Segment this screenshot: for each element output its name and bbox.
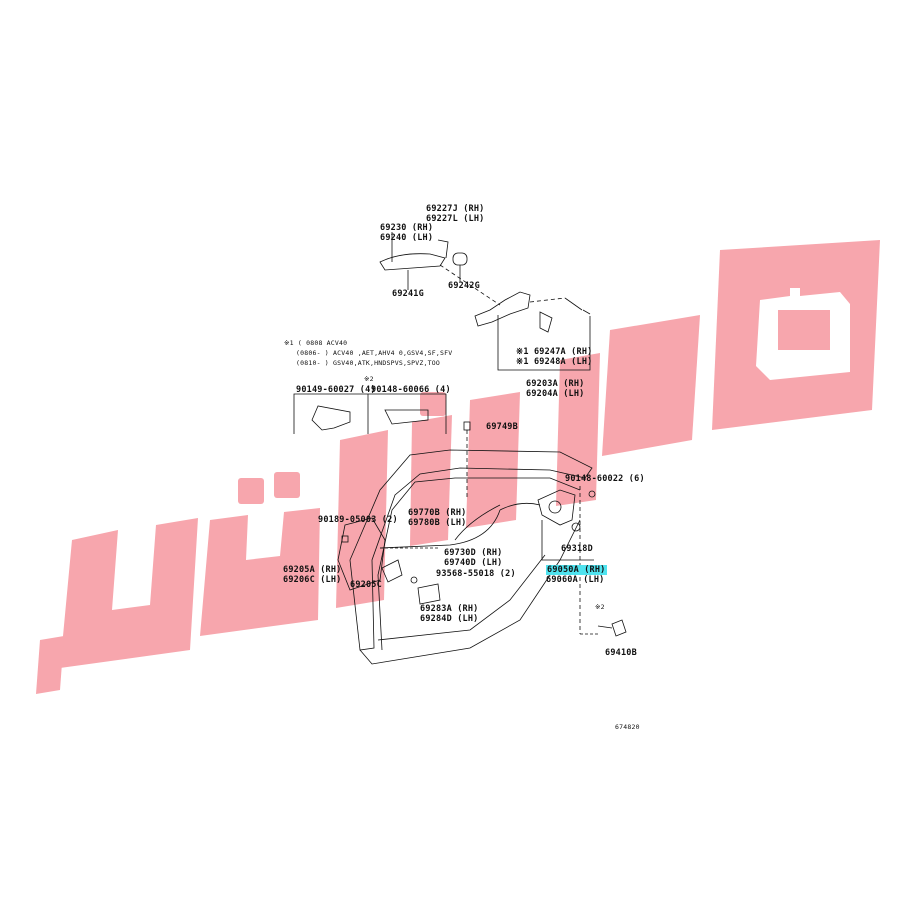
figure-number: 674820 [615,723,640,731]
part-label-90148-22[interactable]: 90148-60022 (6) [565,474,645,484]
note-1-line-c: (0810- ) GSV40,ATK,HNDSPVS,SPVZ,TOO [296,359,440,367]
part-label-69227l[interactable]: 69227L (LH) [426,214,485,224]
door-outline-icon [349,449,593,665]
part-label-69248a[interactable]: ※1 69248A (LH) [516,357,593,367]
note-1-line-b: (0806- ) ACV40 ,AET,AHV4 0,GSV4,SF,SFV [296,349,453,357]
part-label-69206c[interactable]: 69206C (LH) [283,575,342,585]
part-label-69284d[interactable]: 69284D (LH) [420,614,479,624]
note-2-marker-striker: ※2 [595,603,605,611]
part-label-69230[interactable]: 69230 (RH) [380,223,434,233]
part-label-69740d[interactable]: 69740D (LH) [444,558,503,568]
outside-handle-icon [379,232,468,290]
part-label-69241g[interactable]: 69241G [392,289,424,299]
part-label-90189[interactable]: 90189-05003 (2) [318,515,398,525]
clip-icon [463,421,471,500]
part-label-69410b[interactable]: 69410B [605,648,637,658]
part-label-69283a[interactable]: 69283A (RH) [420,604,479,614]
inside-handle-icon [337,517,440,591]
part-label-69247a[interactable]: ※1 69247A (RH) [516,347,593,357]
part-label-69227j[interactable]: 69227J (RH) [426,204,485,214]
part-label-90149[interactable]: 90149-60027 (4) [296,385,376,395]
door-lock-assembly-icon [379,486,596,634]
lock-cover-icon [417,583,441,605]
part-label-69205a[interactable]: 69205A (RH) [283,565,342,575]
part-label-69060a[interactable]: 69060A (LH) [546,575,605,585]
part-label-69205c[interactable]: 69205C [350,580,382,590]
part-label-69730d[interactable]: 69730D (RH) [444,548,503,558]
part-label-93568[interactable]: 93568-55018 (2) [436,569,516,579]
part-label-90148-66[interactable]: 90148-60066 (4) [371,385,451,395]
handle-frame-icon [439,264,591,371]
highlighted-part-number: 69050A (RH) [546,565,607,575]
part-label-69204a[interactable]: 69204A (LH) [526,389,585,399]
note-1-line-a: ※1 ( 0808 ACV40 [284,339,348,347]
part-label-69240[interactable]: 69240 (LH) [380,233,434,243]
door-striker-icon [580,619,627,637]
part-label-69203a[interactable]: 69203A (RH) [526,379,585,389]
part-label-69318d[interactable]: 69318D [561,544,593,554]
part-label-69749b[interactable]: 69749B [486,422,518,432]
bolt-group-brackets-icon [293,393,447,434]
note-2-marker: ※2 [364,375,374,383]
part-label-69050a[interactable]: 69050A (RH) [546,565,607,575]
part-label-69770b[interactable]: 69770B (RH) [408,508,467,518]
part-label-69242g[interactable]: 69242G [448,281,480,291]
part-label-69780b[interactable]: 69780B (LH) [408,518,467,528]
